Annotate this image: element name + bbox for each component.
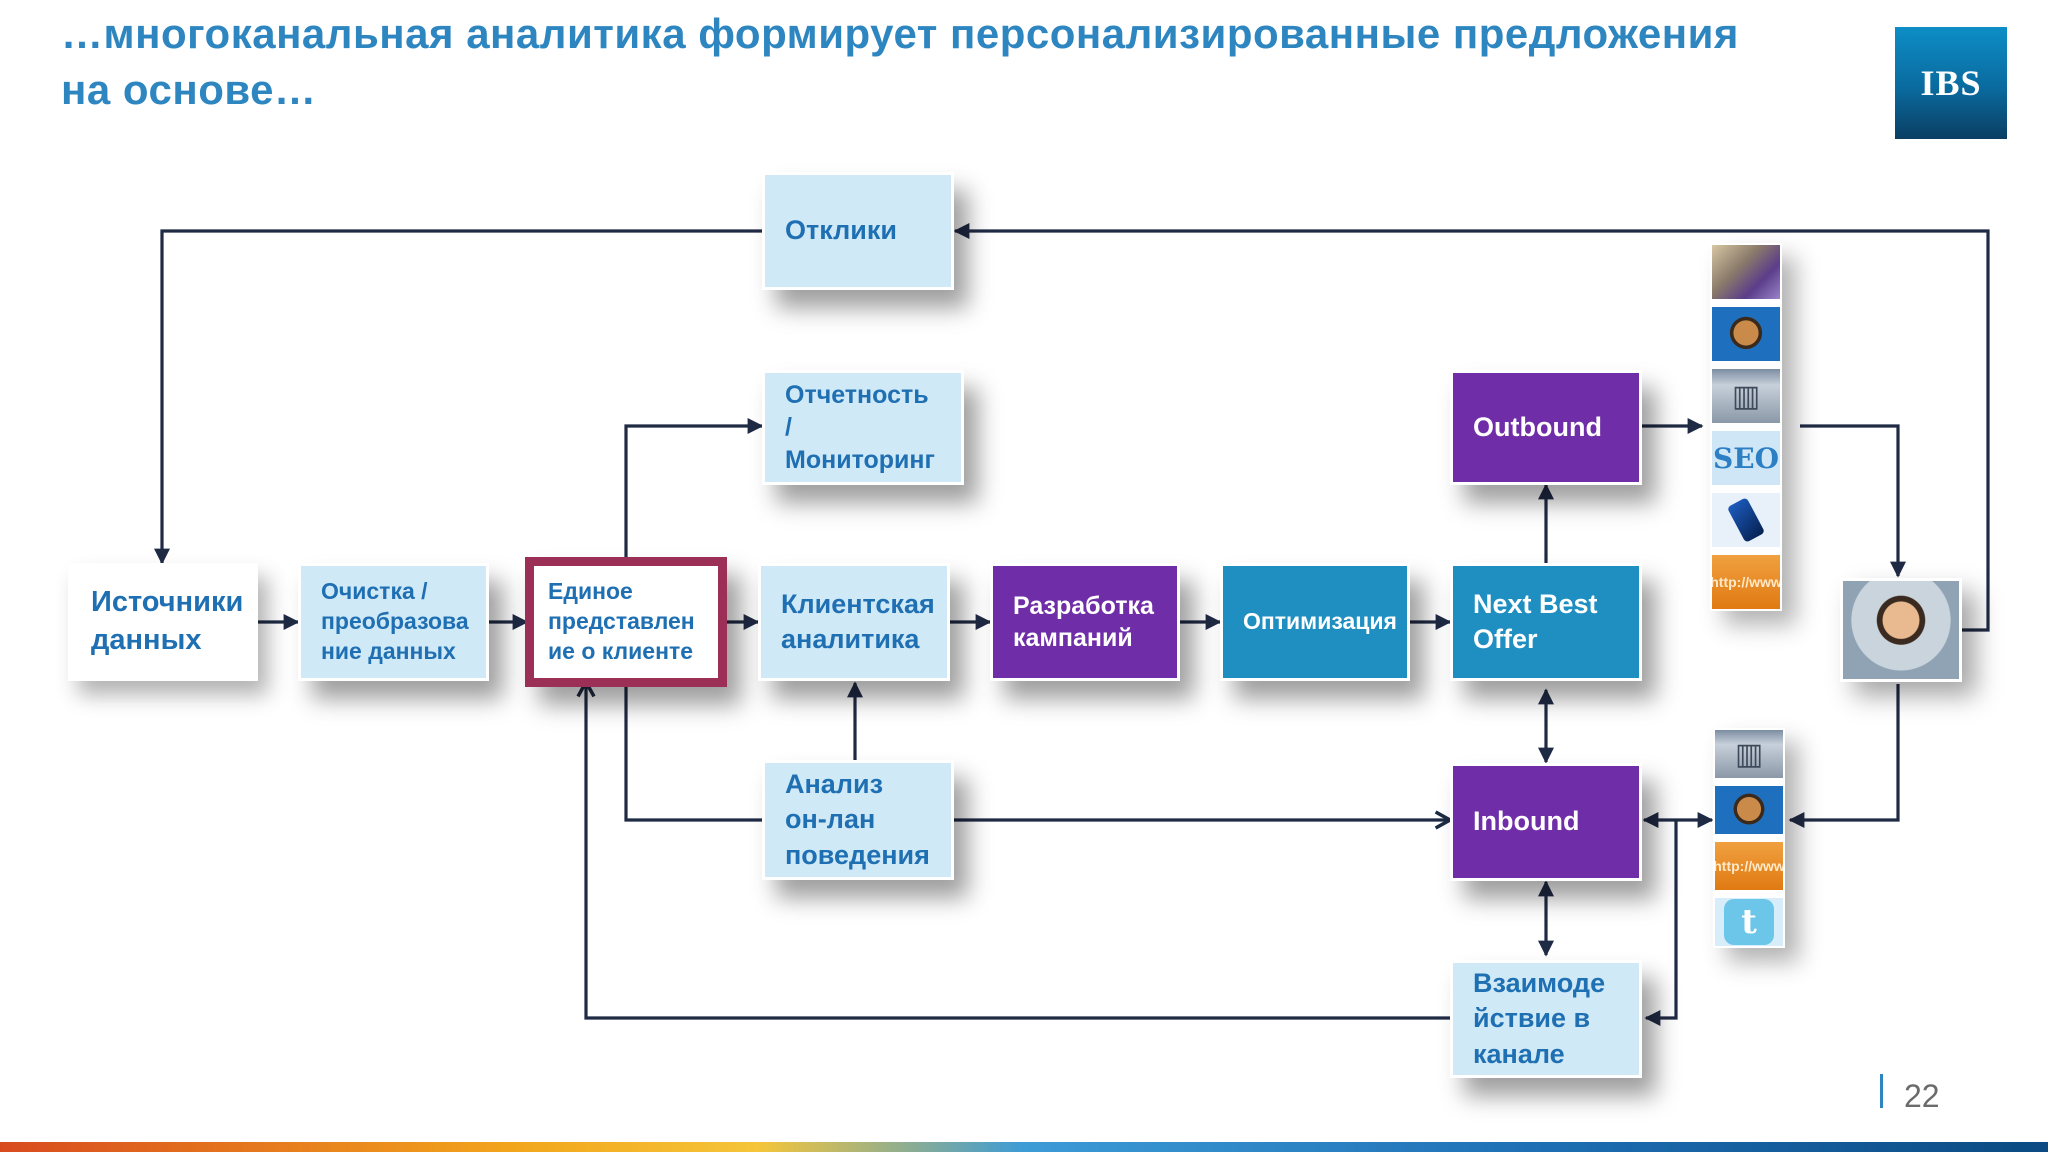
bank-branch-icon: ▥ <box>1710 367 1782 425</box>
box-reporting-line-2: Мониторинг <box>785 445 935 474</box>
twitter-icon: t <box>1713 896 1785 948</box>
seo-icon: SEO <box>1710 429 1782 487</box>
box-data-sources-line-2: данных <box>91 624 202 656</box>
box-responses: Отклики <box>762 172 954 290</box>
box-reporting-line-1: Отчетность / <box>785 380 929 442</box>
box-outbound: Outbound <box>1450 370 1642 485</box>
box-single-view-line-2: представлен <box>548 608 695 635</box>
inbound-channels-strip: ▥ http://www t <box>1713 728 1785 948</box>
box-single-view-line-1: Единое <box>548 578 633 605</box>
mobile-phone-icon <box>1710 491 1782 549</box>
twitter-glyph: t <box>1724 899 1774 945</box>
web-text-outbound: http://www <box>1710 574 1782 590</box>
box-cleansing-line-2: преобразова <box>321 608 469 635</box>
call-center-agent-icon <box>1713 784 1785 836</box>
box-channel-line-3: канале <box>1473 1038 1565 1069</box>
box-optimization: Оптимизация <box>1220 563 1410 681</box>
box-cleansing-line-1: Очистка / <box>321 578 428 605</box>
box-next-best-offer: Next Best Offer <box>1450 563 1642 681</box>
arrow-single-view-to-inbound <box>624 680 1450 820</box>
box-cleansing-line-3: ние данных <box>321 637 456 664</box>
box-customer-analytics-line-1: Клиентская <box>781 588 935 619</box>
arrow-client-to-responses <box>953 223 1990 632</box>
web-text-inbound: http://www <box>1713 858 1785 874</box>
box-single-view-line-3: ие о клиенте <box>548 637 694 664</box>
box-responses-label: Отклики <box>785 215 897 246</box>
outbound-channels-strip: ▥ SEO http://www <box>1710 243 1782 611</box>
slide-title: …многоканальная аналитика формирует перс… <box>61 10 1739 113</box>
box-customer-analytics: Клиентская аналитика <box>758 563 950 681</box>
arrow-inbound-channels-to-interaction <box>1644 820 1678 1026</box>
box-single-customer-view: Единое представлен ие о клиенте <box>525 557 727 687</box>
box-outbound-label: Outbound <box>1473 411 1602 442</box>
box-inbound-label: Inbound <box>1473 806 1580 837</box>
seo-text: SEO <box>1713 441 1779 475</box>
web-icon: http://www <box>1713 840 1785 892</box>
customer-photo <box>1840 578 1962 682</box>
box-optimization-label: Оптимизация <box>1243 608 1397 635</box>
box-cleansing: Очистка / преобразова ние данных <box>298 563 489 681</box>
box-online-line-1: Анализ <box>785 769 883 800</box>
box-online-behavior-analysis: Анализ он-лан поведения <box>762 760 954 880</box>
box-data-sources-line-1: Источники <box>91 586 244 619</box>
wallet-icon <box>1710 243 1782 301</box>
box-inbound: Inbound <box>1450 763 1642 881</box>
footer-color-bar <box>0 1142 2048 1152</box>
box-nbo-line-2: Offer <box>1473 624 1538 654</box>
box-online-line-3: поведения <box>785 839 930 870</box>
web-icon: http://www <box>1710 553 1782 611</box>
page-number: 22 <box>1904 1078 1940 1114</box>
box-channel-interaction: Взаимоде йствие в канале <box>1450 960 1642 1078</box>
box-campaign-development: Разработка кампаний <box>990 563 1180 681</box>
arrow-single-view-to-reporting <box>624 418 764 563</box>
arrow-channel-to-single-view <box>586 682 1450 1020</box>
box-online-line-2: он-лан <box>785 804 876 835</box>
box-nbo-line-1: Next Best <box>1473 588 1598 619</box>
arrow-client-to-inbound-channels <box>1788 684 1900 828</box>
arrow-channels-to-client <box>1800 424 1906 578</box>
box-channel-line-2: йствие в <box>1473 1003 1591 1034</box>
bank-branch-icon: ▥ <box>1713 728 1785 780</box>
box-data-sources: Источники данных <box>68 563 258 681</box>
box-campaign-line-1: Разработка <box>1013 591 1154 620</box>
call-center-agent-icon <box>1710 305 1782 363</box>
ibs-logo: IBS <box>1895 27 2007 139</box>
box-channel-line-1: Взаимоде <box>1473 968 1606 999</box>
arrow-responses-to-sources <box>154 229 762 565</box>
box-customer-analytics-line-2: аналитика <box>781 624 920 654</box>
box-reporting: Отчетность / Мониторинг <box>762 370 964 485</box>
page-number-separator <box>1880 1074 1883 1108</box>
box-campaign-line-2: кампаний <box>1013 624 1133 652</box>
